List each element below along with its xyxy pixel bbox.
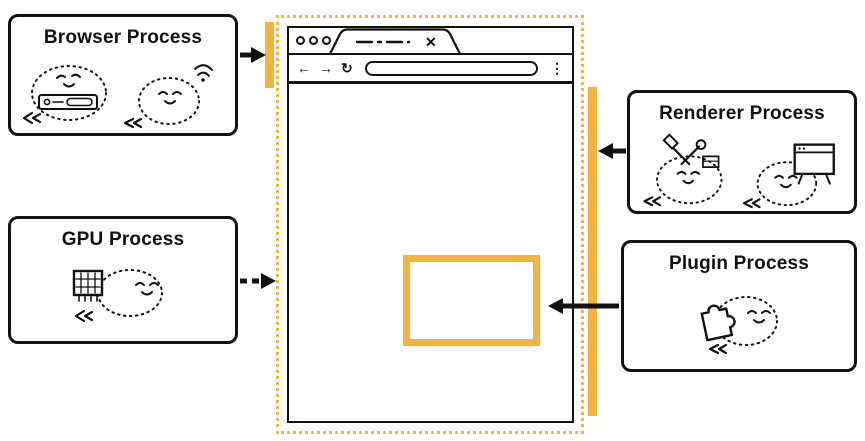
arrow-browser-to-window [240,47,266,63]
motion-marks-icon [708,343,728,355]
browser-toolbar-icon [38,94,98,110]
process-box-label: Renderer Process [659,103,825,124]
motion-marks-icon [742,198,761,209]
process-box-label: GPU Process [61,229,185,250]
browser-window-dotted-frame [276,15,584,434]
gpu-chip-icon [72,269,104,302]
kebab-menu-icon: ⋮ [550,60,564,76]
plugin-process-doodle [700,296,778,355]
forward-icon: → [319,60,333,76]
process-box-label: Plugin Process [668,253,810,274]
browser-process-highlight-bar [265,22,274,88]
arrow-renderer-to-window [598,143,626,159]
browser-window: ✕ ← → ↻ ⋮ [287,26,574,423]
window-frame-icon [793,143,835,185]
arrow-gpu-to-window [240,273,276,289]
renderer-process-doodle [643,133,835,209]
motion-marks-icon [123,117,143,129]
browser-tab: ✕ [329,28,462,54]
motion-marks-icon [74,309,94,323]
motion-marks-icon [22,111,42,125]
process-box-browser: Browser Process [8,14,238,136]
plugin-region [403,255,540,346]
window-control-dot-icon [296,36,305,45]
process-box-plugin: Plugin Process [621,240,857,372]
window-control-dot-icon [309,36,318,45]
process-box-renderer: Renderer Process [627,90,857,214]
content-area [289,84,572,421]
address-bar [364,60,538,76]
window-controls [296,36,331,45]
wifi-icon [194,64,213,82]
motion-marks-icon [643,196,662,207]
back-icon: ← [297,60,311,76]
process-box-gpu: GPU Process [8,216,238,344]
process-box-label: Browser Process [43,27,203,48]
browser-process-doodle [22,64,213,129]
tools-icon [662,133,720,168]
tab-close-icon: ✕ [425,34,437,50]
renderer-process-highlight-bar [588,87,597,416]
reload-icon: ↻ [341,60,353,76]
title-bar: ✕ [289,28,572,55]
window-control-dot-icon [322,36,331,45]
gpu-process-doodle [72,269,163,323]
puzzle-piece-icon [700,304,736,342]
nav-bar: ← → ↻ ⋮ [289,55,572,84]
